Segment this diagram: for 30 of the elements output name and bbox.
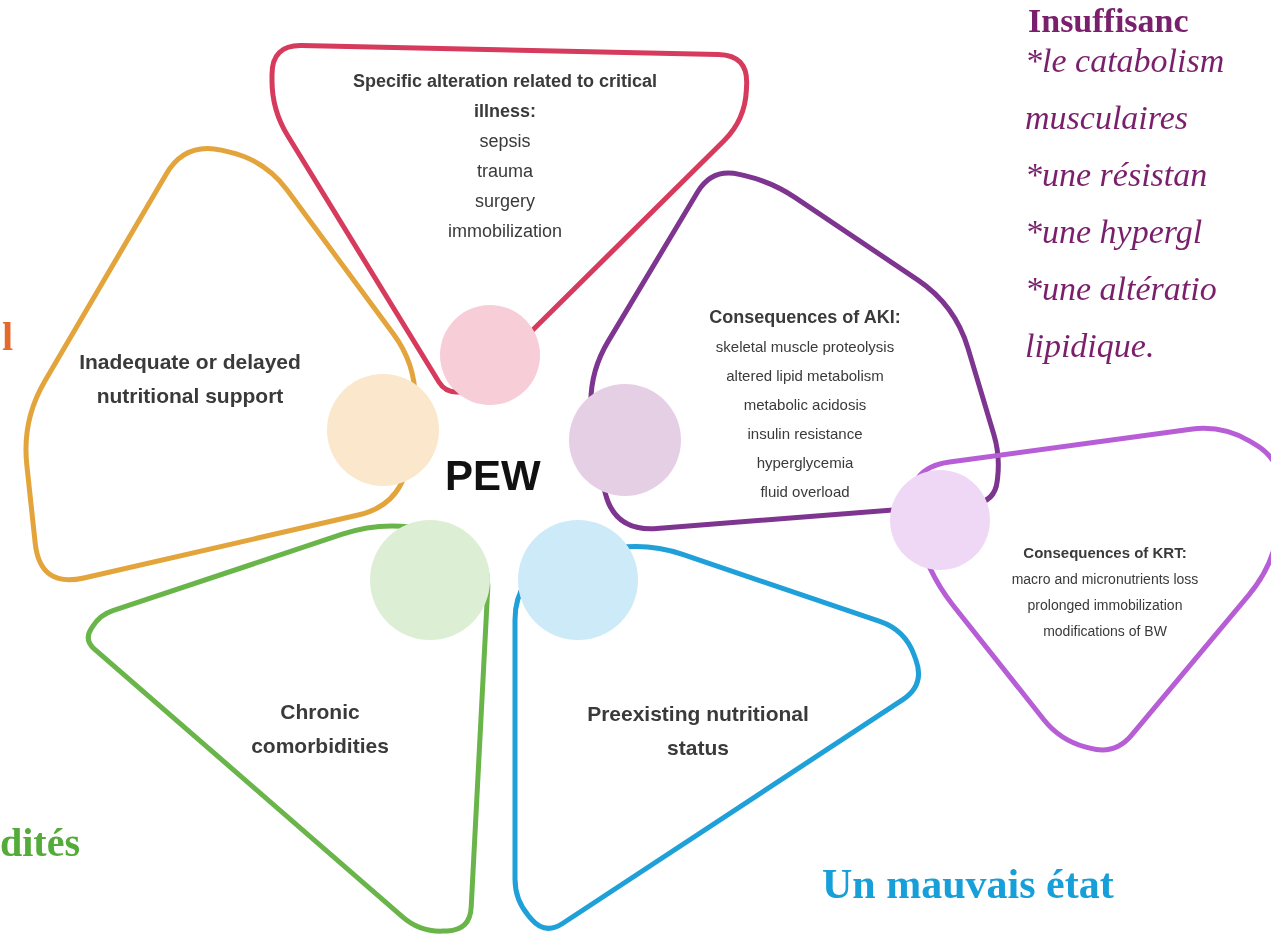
list-item: *une résistan: [1025, 155, 1208, 195]
heading: dités: [0, 819, 80, 867]
list-item: musculaires: [1025, 98, 1189, 138]
list-item: *une hypergl: [1025, 212, 1203, 252]
petal-item: hyperglycemia: [756, 453, 854, 473]
petal-item: surgery: [475, 190, 535, 213]
petal-item: modifications of BW: [1043, 622, 1167, 641]
petal-item: altered lipid metabolism: [726, 366, 884, 386]
petal-item: macro and micronutrients loss: [1011, 570, 1199, 589]
petal-item: metabolic acidosis: [743, 395, 867, 415]
petal-heading: Inadequate or delayed nutritional support: [78, 349, 302, 409]
petal-heading: Consequences of KRT:: [1023, 543, 1187, 563]
petal-heading: Chronic comorbidities: [250, 699, 390, 759]
petal-item: prolonged immobilization: [1027, 596, 1183, 615]
heading: l: [2, 313, 14, 361]
petal-item: immobilization: [447, 220, 562, 243]
petal-item: insulin resistance: [747, 424, 863, 444]
petal-item: skeletal muscle proteolysis: [715, 337, 895, 357]
petal-item: trauma: [477, 160, 533, 183]
list-item: *le catabolism: [1025, 41, 1225, 81]
heading: Insuffisanc: [1028, 1, 1189, 41]
petal-heading: Preexisting nutritional status: [586, 701, 810, 761]
list-item: *une altératio: [1025, 269, 1217, 309]
petal-heading: Specific alteration related to critical illness:: [351, 70, 659, 123]
petal-heading: Consequences of AKI:: [709, 306, 901, 329]
center-text: PEW: [445, 451, 541, 501]
petal-item: fluid overload: [760, 482, 850, 502]
petal-item: sepsis: [479, 130, 531, 153]
list-item: lipidique.: [1025, 326, 1155, 366]
heading: Un mauvais état: [822, 860, 1114, 909]
